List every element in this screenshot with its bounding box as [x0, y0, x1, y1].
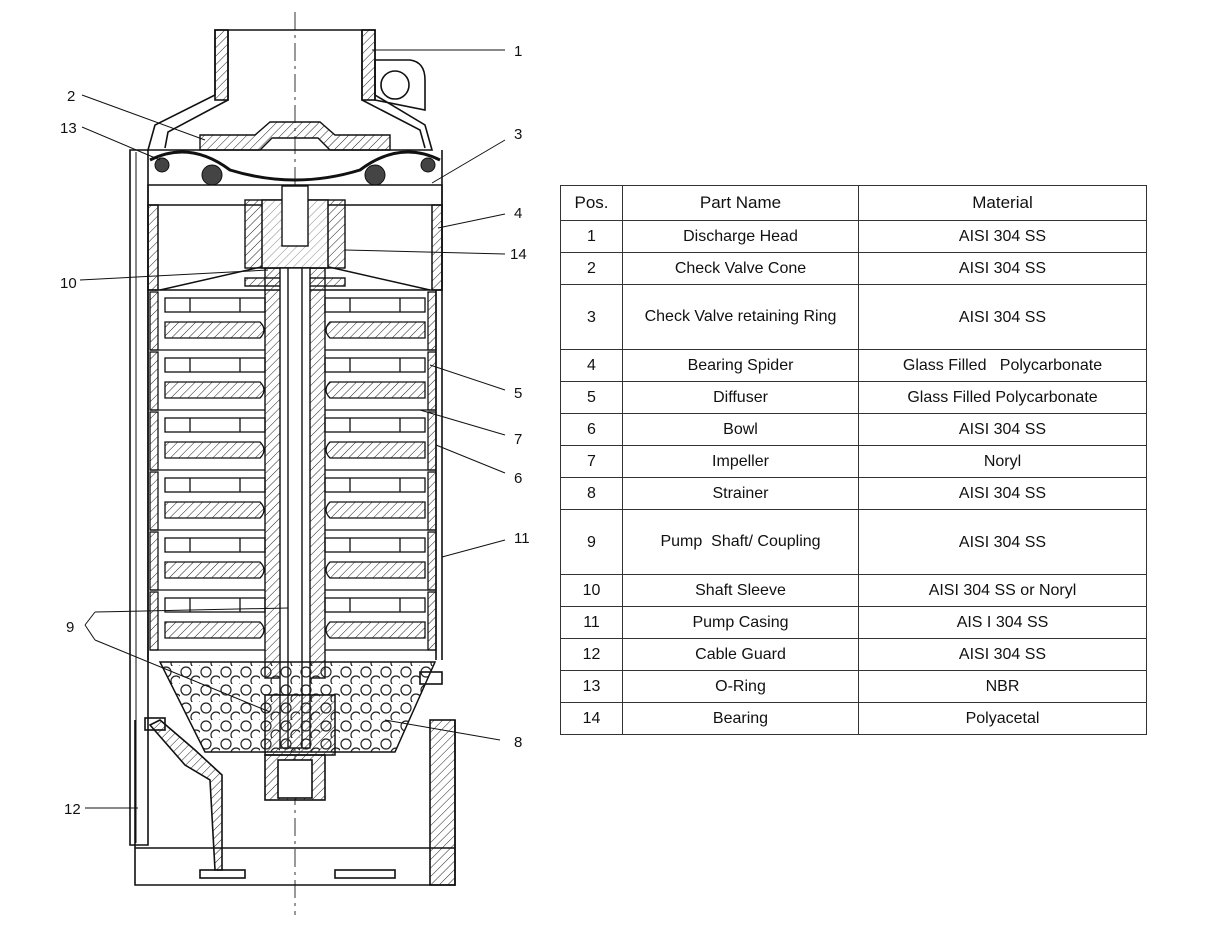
strainer [158, 661, 437, 756]
stage [149, 471, 437, 531]
callout-1: 1 [514, 43, 522, 60]
cell-part-name: Check Valve Cone [622, 252, 859, 285]
stage [149, 591, 437, 651]
table-row: 5 Diffuser Glass Filled Polycarbonate [560, 381, 1147, 414]
stage [149, 411, 437, 471]
cell-pos: 9 [560, 509, 623, 575]
cell-pos: 10 [560, 574, 623, 607]
stage [149, 291, 437, 351]
callout-3: 3 [514, 126, 522, 143]
table-row: 3 Check Valve retaining Ring AISI 304 SS [560, 284, 1147, 350]
cell-pos: 2 [560, 252, 623, 285]
leader-lines [79, 49, 506, 809]
cell-part-name: Bearing Spider [622, 349, 859, 382]
table-row: 1 Discharge Head AISI 304 SS [560, 220, 1147, 253]
callout-2: 2 [67, 88, 75, 105]
table-row: 13 O-Ring NBR [560, 670, 1147, 703]
cell-pos: 8 [560, 477, 623, 510]
table-row: 11 Pump Casing AIS I 304 SS [560, 606, 1147, 639]
callout-13: 13 [60, 120, 77, 137]
pump-base [134, 671, 456, 886]
callout-11: 11 [514, 530, 530, 547]
cell-part-name: Bearing [622, 702, 859, 735]
callout-8: 8 [514, 734, 522, 751]
discharge-head [146, 29, 434, 151]
cell-material: AISI 304 SS or Noryl [858, 574, 1147, 607]
table-row: 6 Bowl AISI 304 SS [560, 413, 1147, 446]
header-pos: Pos. [560, 185, 623, 221]
cell-pos: 13 [560, 670, 623, 703]
callout-5: 5 [514, 385, 522, 402]
cell-part-name: O-Ring [622, 670, 859, 703]
callout-4: 4 [514, 205, 522, 222]
callout-10: 10 [60, 275, 77, 292]
cell-pos: 5 [560, 381, 623, 414]
cell-part-name: Strainer [622, 477, 859, 510]
table-header-row: Pos. Part Name Material [560, 185, 1147, 221]
cell-pos: 3 [560, 284, 623, 350]
o-ring-right [364, 164, 386, 186]
cell-material: AISI 304 SS [858, 477, 1147, 510]
cell-material: Glass Filled Polycarbonate [858, 349, 1147, 382]
header-material: Material [858, 185, 1147, 221]
cell-pos: 6 [560, 413, 623, 446]
table-row: 12 Cable Guard AISI 304 SS [560, 638, 1147, 671]
cell-material: Noryl [858, 445, 1147, 478]
cable-guard [129, 149, 149, 846]
header-part-name: Part Name [622, 185, 859, 221]
cell-part-name: Cable Guard [622, 638, 859, 671]
callout-9: 9 [66, 619, 74, 636]
cell-material: AISI 304 SS [858, 220, 1147, 253]
cell-material: AISI 304 SS [858, 638, 1147, 671]
callout-7: 7 [514, 431, 522, 448]
bearing [244, 185, 346, 287]
cell-material: AISI 304 SS [858, 284, 1147, 350]
cell-material: AISI 304 SS [858, 509, 1147, 575]
cell-pos: 4 [560, 349, 623, 382]
cell-pos: 1 [560, 220, 623, 253]
stage [149, 351, 437, 411]
cell-part-name: Discharge Head [622, 220, 859, 253]
cell-material: Glass Filled Polycarbonate [858, 381, 1147, 414]
cell-part-name: Impeller [622, 445, 859, 478]
table-row: 7 Impeller Noryl [560, 445, 1147, 478]
cell-pos: 7 [560, 445, 623, 478]
cell-part-name: Check Valve retaining Ring [622, 284, 859, 350]
cell-part-name: Pump Casing [622, 606, 859, 639]
callout-12: 12 [64, 801, 81, 818]
cell-material: AISI 304 SS [858, 413, 1147, 446]
cell-pos: 12 [560, 638, 623, 671]
table-row: 10 Shaft Sleeve AISI 304 SS or Noryl [560, 574, 1147, 607]
table-row: 14 Bearing Polyacetal [560, 702, 1147, 735]
table-row: 4 Bearing Spider Glass Filled Polycarbon… [560, 349, 1147, 382]
cell-material: Polyacetal [858, 702, 1147, 735]
cell-pos: 11 [560, 606, 623, 639]
cell-material: NBR [858, 670, 1147, 703]
check-valve-cone [199, 121, 391, 151]
cell-material: AIS I 304 SS [858, 606, 1147, 639]
cell-part-name: Pump Shaft/ Coupling [622, 509, 859, 575]
table-row: 9 Pump Shaft/ Coupling AISI 304 SS [560, 509, 1147, 575]
parts-table: Pos. Part Name Material 1 Discharge Head… [560, 185, 1147, 735]
table-row: 2 Check Valve Cone AISI 304 SS [560, 252, 1147, 285]
table-row: 8 Strainer AISI 304 SS [560, 477, 1147, 510]
o-ring-left [201, 164, 223, 186]
callout-14: 14 [510, 246, 527, 263]
cell-part-name: Diffuser [622, 381, 859, 414]
callout-6: 6 [514, 470, 522, 487]
cell-part-name: Bowl [622, 413, 859, 446]
cell-pos: 14 [560, 702, 623, 735]
cell-material: AISI 304 SS [858, 252, 1147, 285]
cell-part-name: Shaft Sleeve [622, 574, 859, 607]
pump-stages [149, 291, 437, 651]
